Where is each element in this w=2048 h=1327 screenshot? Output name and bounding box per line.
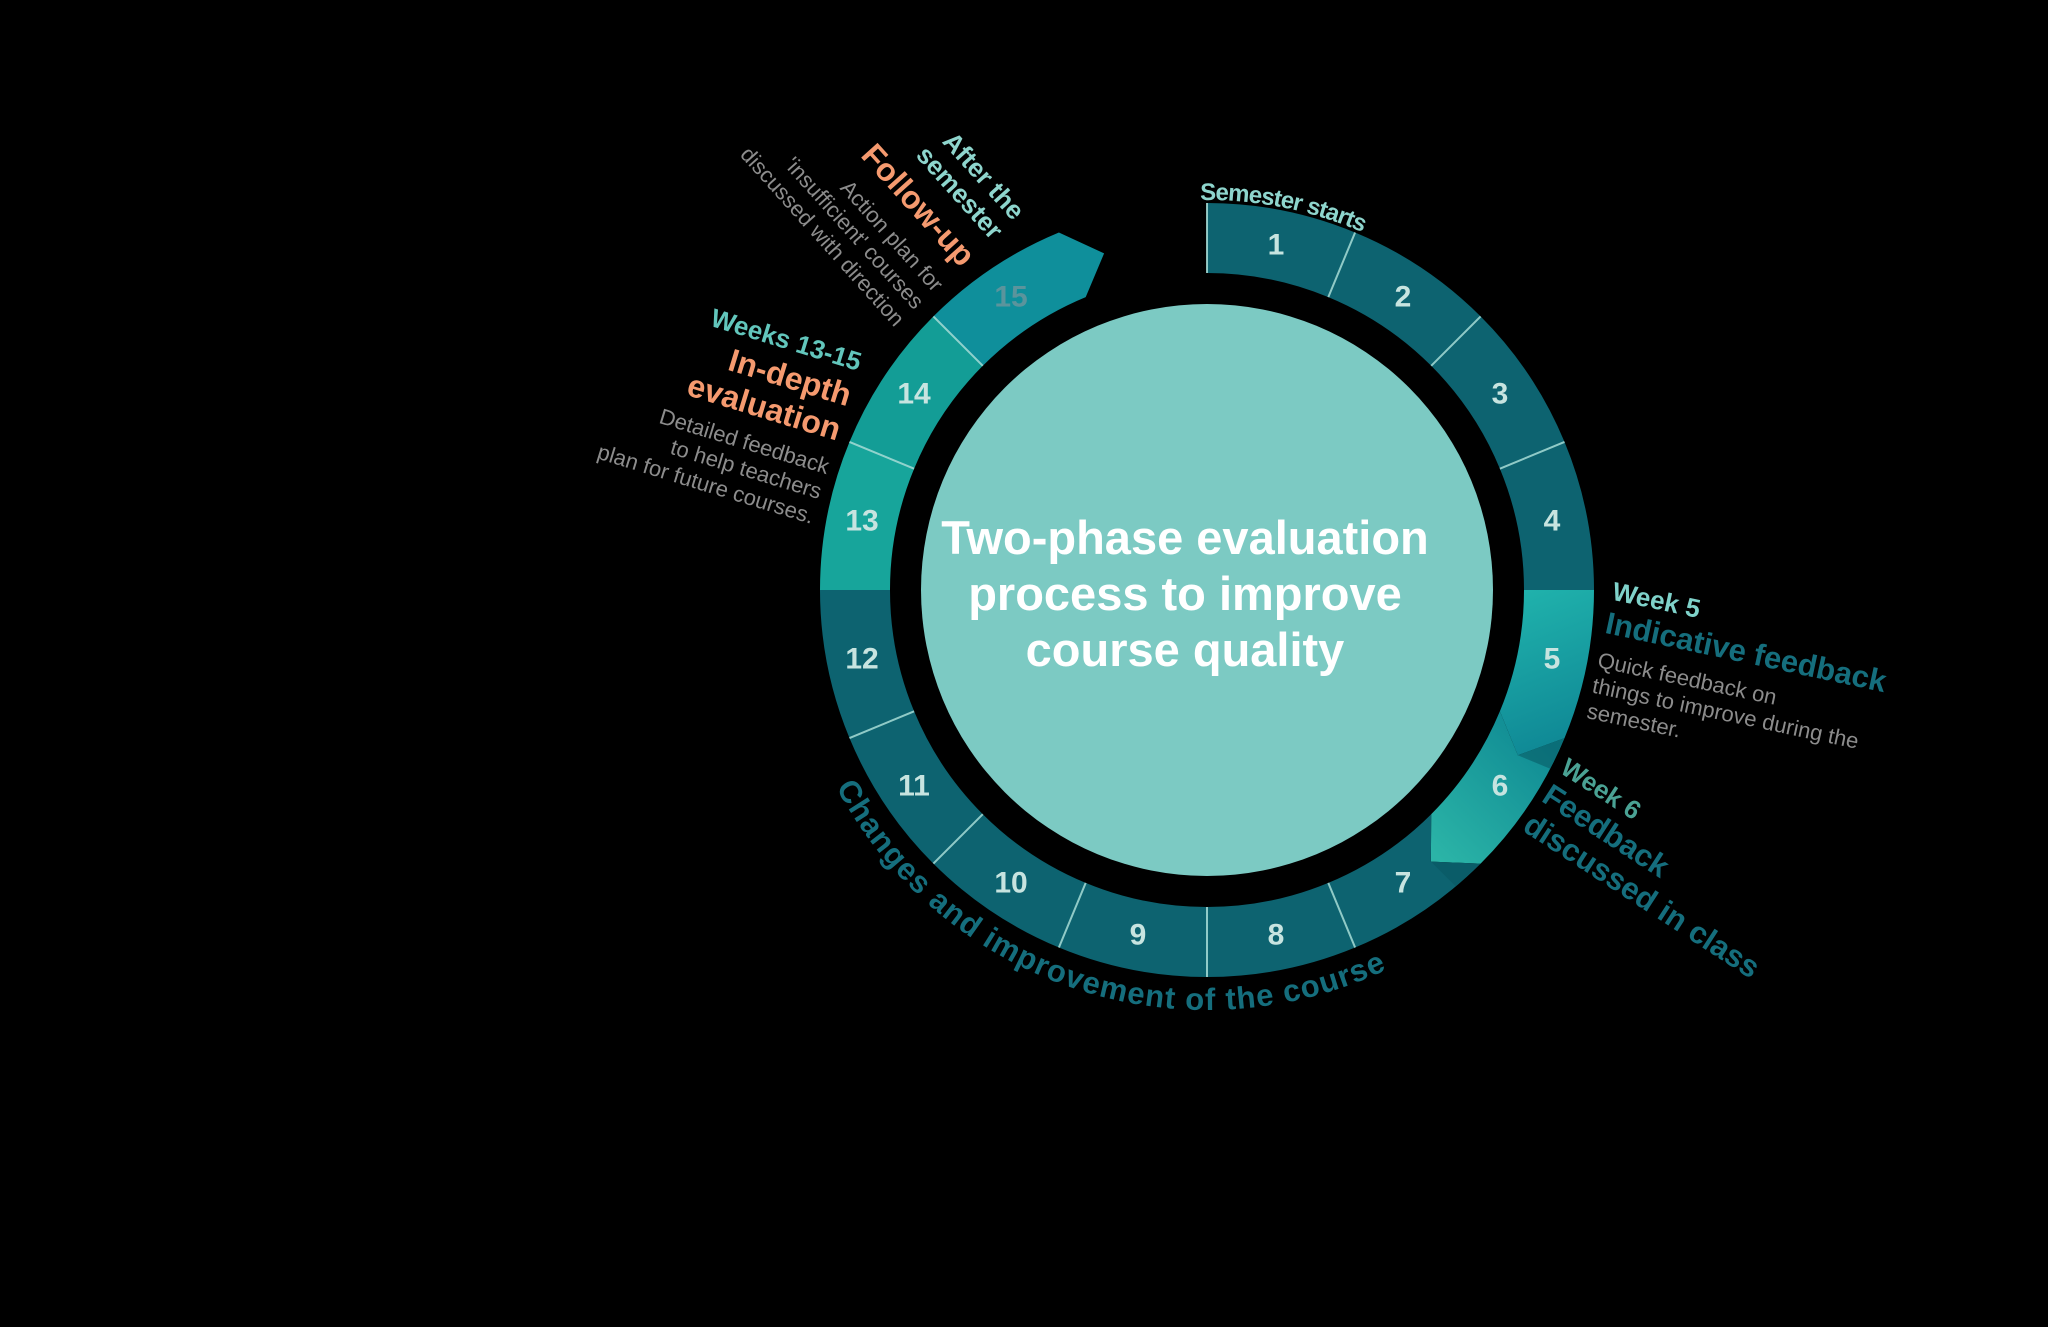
week-number-14: 14 xyxy=(897,378,931,411)
segment-week-2 xyxy=(1328,232,1481,366)
week-number-8: 8 xyxy=(1268,919,1285,952)
segment-week-5-arrow xyxy=(1499,590,1594,756)
segment-week-14 xyxy=(849,316,983,469)
week-number-13: 13 xyxy=(845,505,878,538)
ring-segments xyxy=(820,203,1594,977)
week-number-4: 4 xyxy=(1544,505,1561,538)
segment-week-9 xyxy=(1058,882,1207,977)
week-number-7: 7 xyxy=(1395,867,1412,900)
week-number-11: 11 xyxy=(898,770,930,803)
week-numbers: 1 2 3 4 5 6 7 8 9 10 11 12 13 14 15 xyxy=(845,229,1560,952)
segment-week-10 xyxy=(933,814,1086,948)
segment-separators xyxy=(849,203,1565,977)
week-number-2: 2 xyxy=(1395,281,1412,314)
diagram-title-line: Two-phase evaluation xyxy=(941,511,1429,564)
segment-week-13 xyxy=(820,441,915,590)
shadow-after-segment-5 xyxy=(1517,738,1565,769)
week-number-5: 5 xyxy=(1544,643,1561,676)
segment-week-8 xyxy=(1207,882,1356,977)
week-number-15: 15 xyxy=(994,281,1027,314)
diagram-title-line: process to improve xyxy=(968,567,1402,620)
segment-week-11 xyxy=(849,711,983,864)
segment-week-3 xyxy=(1431,316,1565,469)
segment-week-12 xyxy=(820,590,915,739)
week-number-12: 12 xyxy=(845,643,878,676)
week-number-1: 1 xyxy=(1268,229,1285,262)
week-number-10: 10 xyxy=(994,867,1027,900)
segment-week-4 xyxy=(1499,441,1594,590)
diagram-title: Two-phase evaluation process to improve … xyxy=(885,510,1485,678)
week-number-9: 9 xyxy=(1130,919,1147,952)
center-disc xyxy=(921,304,1493,876)
arrow-shadows xyxy=(1430,738,1565,887)
week-number-3: 3 xyxy=(1492,378,1509,411)
segment-week-15-arrow xyxy=(933,232,1105,366)
week-number-6: 6 xyxy=(1492,770,1509,803)
diagram-title-line: course quality xyxy=(1025,623,1345,676)
shadow-after-segment-6 xyxy=(1430,861,1481,887)
segment-week-6-arrow xyxy=(1430,711,1565,864)
segment-week-1 xyxy=(1207,203,1356,298)
segment-week-7 xyxy=(1328,814,1481,948)
